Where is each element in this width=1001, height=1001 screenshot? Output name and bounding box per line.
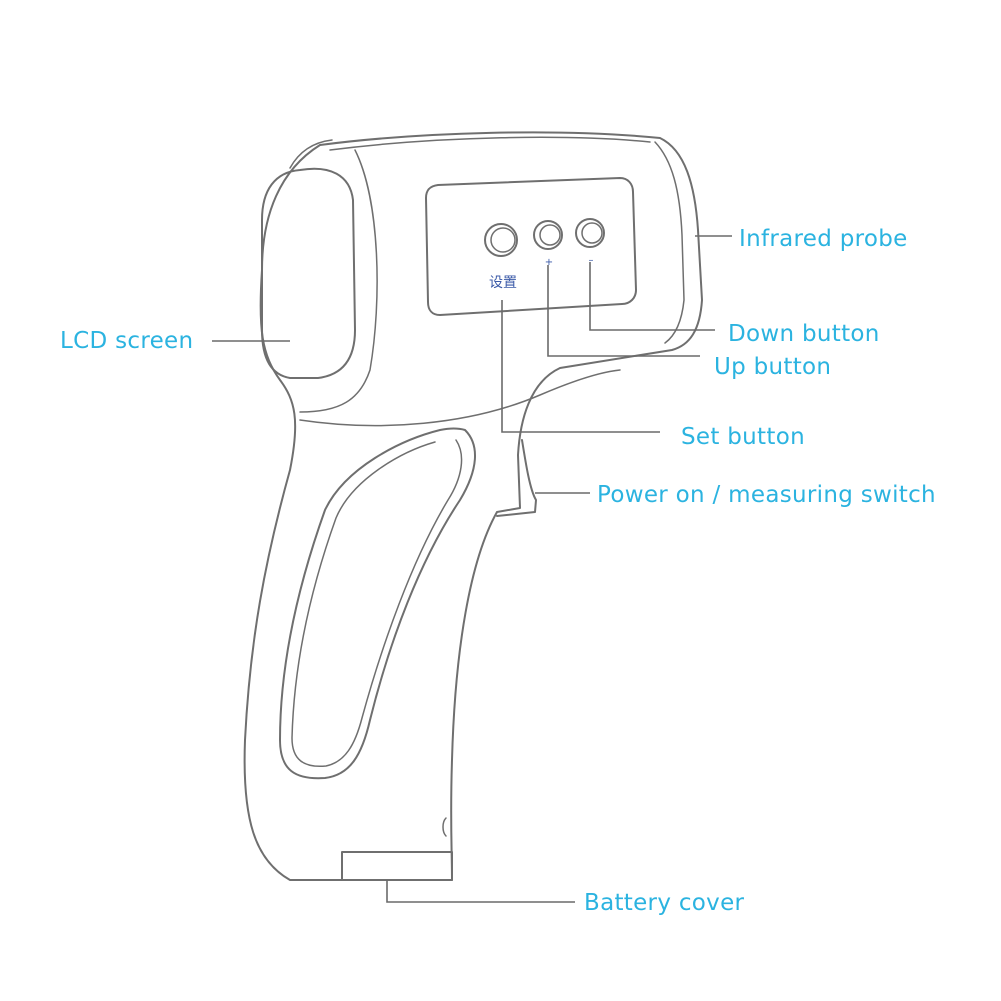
down-button-mark: – bbox=[589, 255, 594, 266]
label-infrared-probe: Infrared probe bbox=[739, 226, 908, 252]
down-button bbox=[575, 218, 605, 248]
label-set-button: Set button bbox=[681, 424, 805, 450]
leader-up-button bbox=[547, 265, 700, 357]
set-button bbox=[484, 223, 518, 257]
leader-battery-cover bbox=[386, 880, 575, 903]
down-button-inner bbox=[581, 222, 603, 244]
housing-top-edge bbox=[329, 136, 651, 151]
trigger bbox=[496, 439, 537, 517]
button-panel bbox=[425, 177, 637, 316]
label-power-switch: Power on / measuring switch bbox=[597, 482, 936, 508]
thermometer-body bbox=[243, 131, 703, 881]
leader-set-button bbox=[501, 300, 660, 433]
set-button-inner bbox=[490, 227, 516, 253]
label-lcd-screen: LCD screen bbox=[60, 328, 194, 354]
up-button-mark: + bbox=[545, 257, 553, 268]
leader-down-button bbox=[589, 262, 715, 331]
label-battery-cover: Battery cover bbox=[584, 890, 745, 916]
body-outline bbox=[243, 131, 703, 881]
lcd-screen bbox=[261, 167, 356, 379]
lcd-bezel-top bbox=[289, 139, 333, 169]
up-button bbox=[533, 220, 563, 250]
lower-ridge bbox=[299, 369, 621, 427]
grip-panel bbox=[279, 427, 476, 780]
side-ridge bbox=[299, 149, 378, 413]
set-button-caption: 设置 bbox=[489, 275, 517, 291]
leader-lines bbox=[212, 235, 732, 903]
up-button-inner bbox=[539, 224, 561, 246]
label-down-button: Down button bbox=[728, 321, 880, 347]
label-up-button: Up button bbox=[714, 354, 832, 380]
battery-cover bbox=[341, 851, 453, 881]
grip-panel-inner bbox=[291, 439, 463, 768]
probe-bezel bbox=[654, 141, 685, 344]
battery-notch bbox=[442, 817, 447, 837]
